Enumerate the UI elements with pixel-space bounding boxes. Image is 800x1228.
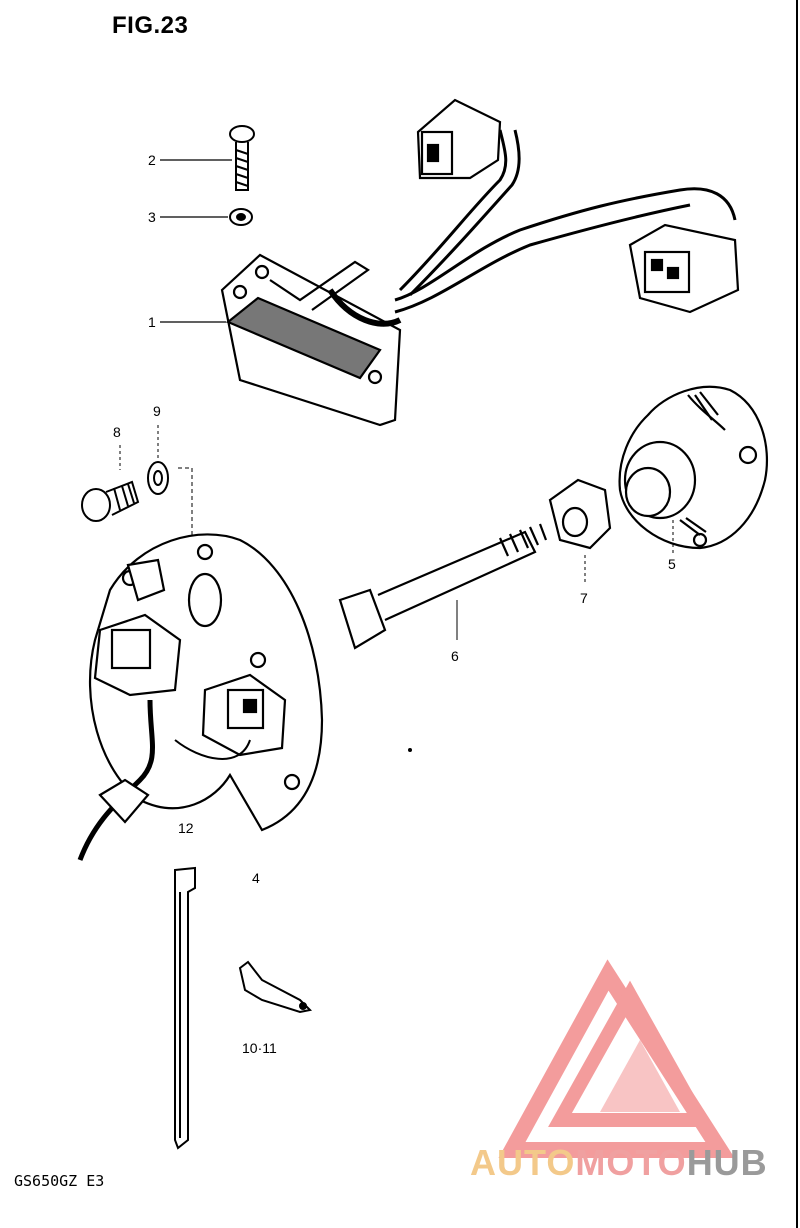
part-label-3: 3 <box>148 209 156 225</box>
part-label-9: 9 <box>153 403 161 419</box>
part-label-4: 4 <box>252 870 260 886</box>
screw <box>229 125 255 191</box>
part-label-7: 7 <box>580 590 588 606</box>
long-bolt <box>338 523 548 650</box>
watermark-text: AUTOMOTOHUB <box>470 1142 768 1184</box>
watermark-part-auto: AUTO <box>470 1142 576 1183</box>
wire-clamp <box>238 960 313 1014</box>
watermark-part-hub: HUB <box>686 1142 768 1183</box>
part-label-6: 6 <box>451 648 459 664</box>
cable-tie <box>174 866 196 1150</box>
washer <box>147 461 169 495</box>
part-label-2: 2 <box>148 152 156 168</box>
part-label-8: 8 <box>113 424 121 440</box>
part-label-12: 12 <box>178 820 194 836</box>
watermark-logo <box>498 959 735 1158</box>
timing-cam <box>548 478 612 550</box>
model-code: GS650GZ E3 <box>14 1172 105 1190</box>
regulator-rectifier <box>220 98 740 427</box>
part-label-10-11: 10·11 <box>242 1040 277 1056</box>
watermark-part-moto: MOTO <box>575 1142 687 1183</box>
washer-small <box>229 208 253 226</box>
part-label-5: 5 <box>668 556 676 572</box>
bolt-short <box>81 480 140 522</box>
figure-title: FIG.23 <box>112 12 189 39</box>
ignition-advancer <box>618 385 769 550</box>
part-label-1: 1 <box>148 314 156 330</box>
pickup-base-plate <box>77 533 324 861</box>
